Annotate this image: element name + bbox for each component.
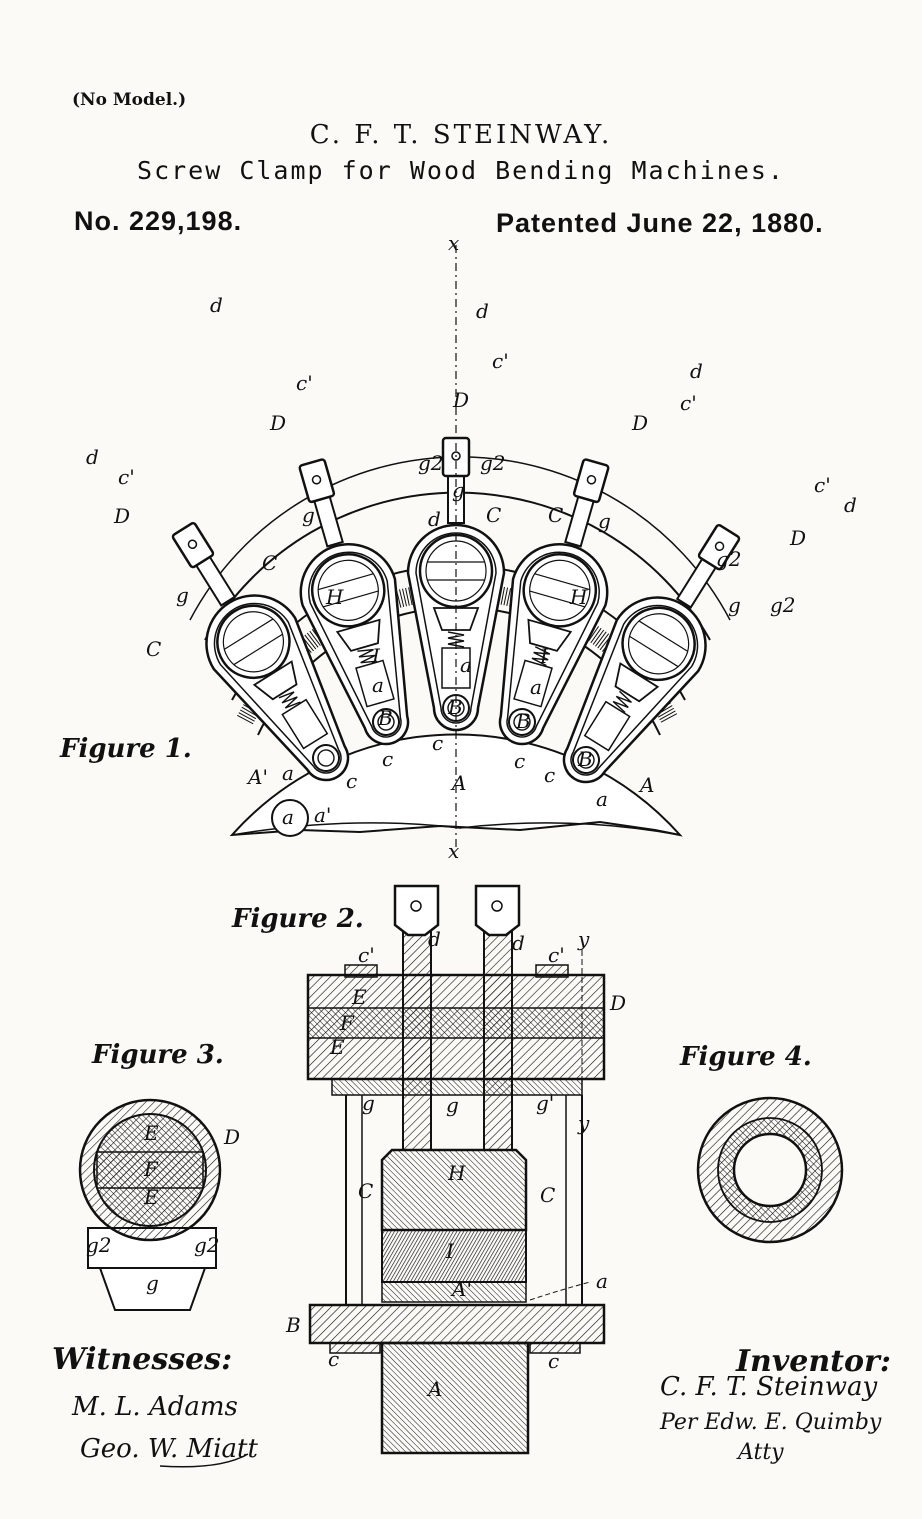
figure-1-label: Figure 1. [60,734,192,764]
label-c-prime: c' [548,943,565,967]
label-H: H [447,1161,466,1185]
label-B: B [577,747,593,771]
label-a: a [282,805,294,829]
label-c: c [432,731,443,755]
label-I: I [371,644,381,668]
label-a: a [596,1269,608,1293]
witness-signature-1: M. L. Adams [72,1392,238,1422]
inventor-signature: C. F. T. Steinway [660,1372,877,1402]
label-g2: g2 [480,451,506,475]
figure-2-label: Figure 2. [232,904,364,934]
label-g2: g2 [418,451,444,475]
label-c: c [346,769,357,793]
label-d: d [844,493,857,517]
label-C: C [262,551,277,575]
label-g: g [302,503,315,527]
label-C: C [548,503,563,527]
label-A: A [450,771,466,795]
label-d: d [86,445,99,469]
label-E: E [143,1185,159,1209]
label-g: g [146,1271,159,1295]
label-c: c [548,1349,559,1373]
label-g: g [362,1091,375,1115]
label-c-prime: c' [680,391,697,415]
label-F: F [339,1011,355,1035]
label-B: B [447,695,463,719]
label-g2: g2 [194,1233,220,1257]
label-H: H [325,585,344,609]
label-g2: g2 [86,1233,112,1257]
label-g: g [446,1093,459,1117]
label-d: d [428,927,441,951]
label-C: C [146,637,161,661]
witness-signature-2: Geo. W. Miatt [80,1434,258,1464]
label-g2: g2 [770,593,796,617]
label-I: I [445,1239,455,1263]
label-y: y [577,927,590,951]
attorney-line: Per Edw. E. Quimby [660,1410,881,1435]
witnesses-label: Witnesses: [52,1342,232,1377]
label-d: d [476,299,489,323]
label-F: F [143,1157,159,1181]
label-g: g [452,478,465,502]
label-y: y [577,1111,590,1135]
label-a: a [372,673,384,697]
label-E: E [329,1035,345,1059]
label-D: D [631,411,648,435]
figure-4-label: Figure 4. [680,1042,812,1072]
label-c: c [514,749,525,773]
label-c-prime: c' [492,349,509,373]
label-a: a [530,675,542,699]
label-D: D [609,991,626,1015]
figure-4-drawing [698,1098,842,1242]
label-D: D [269,411,286,435]
label-g2: g2 [716,547,742,571]
label-a: a [282,761,294,785]
label-A: A [426,1377,442,1401]
label-d: d [512,931,525,955]
label-E: E [143,1121,159,1145]
label-A: A [638,773,654,797]
label-I: I [539,644,549,668]
label-B: B [285,1313,301,1337]
label-a-prime: a' [314,803,331,827]
label-D: D [113,504,130,528]
label-d: d [428,507,441,531]
label-a: a [460,653,472,677]
label-c-prime: c' [814,473,831,497]
figure-3-label: Figure 3. [92,1040,224,1070]
label-D: D [452,388,469,412]
label-g-prime: g' [536,1091,554,1115]
label-E: E [351,985,367,1009]
label-x-top: x [448,231,459,255]
label-C: C [486,503,501,527]
label-d: d [210,293,223,317]
label-c: c [382,747,393,771]
label-B: B [515,709,531,733]
label-g: g [176,583,189,607]
label-c: c [544,763,555,787]
label-C: C [540,1183,555,1207]
label-A-prime: A' [246,765,268,789]
label-a: a [596,787,608,811]
label-D: D [789,526,806,550]
label-g: g [728,593,741,617]
label-A-prime: A' [450,1277,472,1301]
label-C: C [358,1179,373,1203]
label-g: g [598,509,611,533]
label-x-bottom: x [448,839,459,863]
label-c-prime: c' [118,465,135,489]
figure-1-drawing [142,245,770,850]
label-c-prime: c' [358,943,375,967]
label-c: c [328,1347,339,1371]
label-D: D [223,1125,240,1149]
label-H: H [569,585,588,609]
label-B: B [377,706,393,730]
attorney-title: Atty [738,1440,784,1465]
label-c-prime: c' [296,371,313,395]
label-d: d [690,359,703,383]
